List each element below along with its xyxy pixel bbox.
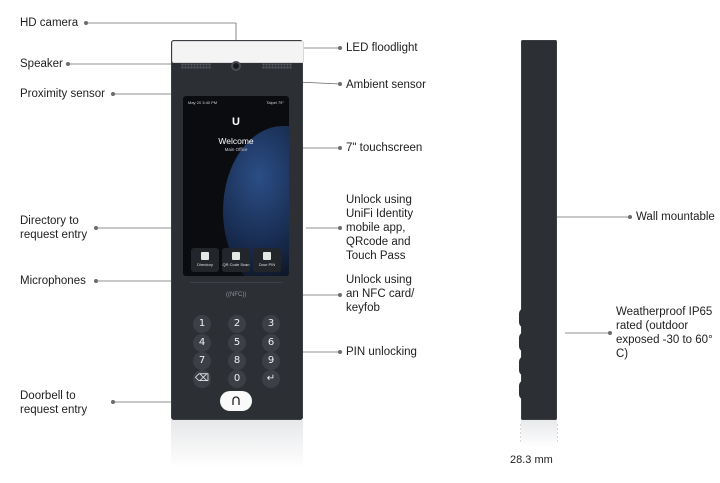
label-directory: Directory to request entry [20,215,88,241]
key-1[interactable]: 1 [193,315,211,333]
unifi-logo-icon: U [232,116,240,128]
device-reflection [171,420,303,468]
key-0[interactable]: 0 [228,370,246,388]
thickness-label: 28.3 mm [510,454,553,466]
led-floodlight [172,41,304,63]
directory-icon [201,252,209,260]
label-doorbell: Doorbell to request entry [20,390,88,416]
label-led-floodlight: LED floodlight [346,42,418,54]
key-3[interactable]: 3 [262,315,280,333]
qr-code-icon [232,252,240,260]
key-6[interactable]: 6 [262,334,280,352]
screen-office: Main Office [224,147,248,152]
label-wall-mountable: Wall mountable [636,211,715,223]
side-bump [519,308,529,328]
key-enter[interactable]: ↵ [262,370,280,388]
label-speaker: Speaker [20,58,63,70]
side-bump [519,356,529,376]
label-proximity-sensor: Proximity sensor [20,88,105,100]
side-reflection [521,420,557,448]
speaker-grille-left [181,63,211,69]
screen-status-bar: May 20 3:40 PM Taipei 79° [188,100,284,105]
microphone-strip [190,282,283,283]
key-backspace[interactable]: ⌫ [193,370,211,388]
label-pin-unlocking: PIN unlocking [346,346,417,358]
key-2[interactable]: 2 [228,315,246,333]
screen-button-label: Directory [196,262,213,267]
bell-icon [232,396,240,406]
label-hd-camera: HD camera [20,17,79,29]
label-touchscreen: 7" touchscreen [346,142,423,154]
screen-button-qr[interactable]: QR Code Scan [222,248,250,272]
side-bump [519,332,529,352]
key-8[interactable]: 8 [228,352,246,370]
status-right: Taipei 79° [266,100,284,105]
hd-camera [231,61,241,71]
side-bump [519,380,529,400]
touchscreen[interactable]: May 20 3:40 PM Taipei 79° U Welcome Main… [183,96,289,276]
label-unlock-app: Unlock using UniFi Identity mobile app, … [346,194,414,262]
key-7[interactable]: 7 [193,352,211,370]
label-ambient-sensor: Ambient sensor [346,79,426,91]
doorbell-button[interactable] [220,391,252,411]
label-weatherproof: Weatherproof IP65 rated (outdoor exposed… [616,306,713,360]
key-9[interactable]: 9 [262,352,280,370]
screen-button-label: Door PIN [258,262,276,267]
keypad-icon [263,252,271,260]
screen-welcome: Welcome [218,136,254,146]
screen-button-label: QR Code Scan [222,262,250,267]
key-4[interactable]: 4 [193,334,211,352]
screen-button-directory[interactable]: Directory [191,248,219,272]
nfc-reader[interactable]: ((NFC)) [226,292,247,298]
key-5[interactable]: 5 [228,334,246,352]
label-unlock-nfc: Unlock using an NFC card/ keyfob [346,274,415,314]
status-left: May 20 3:40 PM [188,100,218,105]
screen-button-door-pin[interactable]: Door PIN [253,248,281,272]
label-microphones: Microphones [20,275,86,287]
speaker-grille-right [262,63,292,69]
